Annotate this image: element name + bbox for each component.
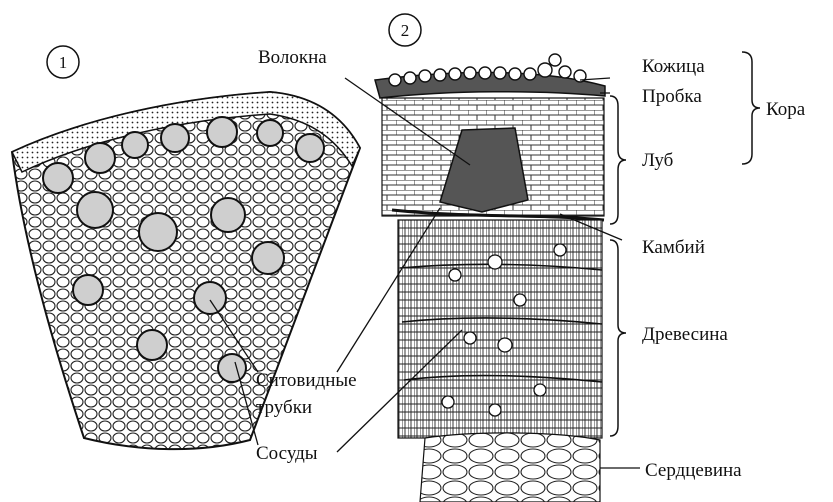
svg-text:2: 2 (401, 21, 410, 40)
label-skin: Кожица (642, 56, 705, 77)
label-phloem: Луб (642, 150, 673, 171)
label-fibers: Волокна (258, 47, 327, 68)
label-cork: Пробка (642, 86, 702, 107)
woody-stem-section (375, 54, 605, 502)
monocot-stem-section (12, 92, 360, 449)
label-sieve-tubes-line1: Ситовидные (256, 370, 357, 391)
figure-1-marker: 1 (47, 46, 79, 78)
figure-2-marker: 2 (389, 14, 421, 46)
label-pith: Сердцевина (645, 460, 742, 481)
label-wood: Древесина (642, 324, 728, 345)
label-bark: Кора (766, 99, 806, 120)
label-cambium: Камбий (642, 237, 705, 258)
label-vessels: Сосуды (256, 443, 318, 464)
svg-text:1: 1 (59, 53, 68, 72)
label-sieve-tubes-line2: трубки (256, 397, 312, 418)
